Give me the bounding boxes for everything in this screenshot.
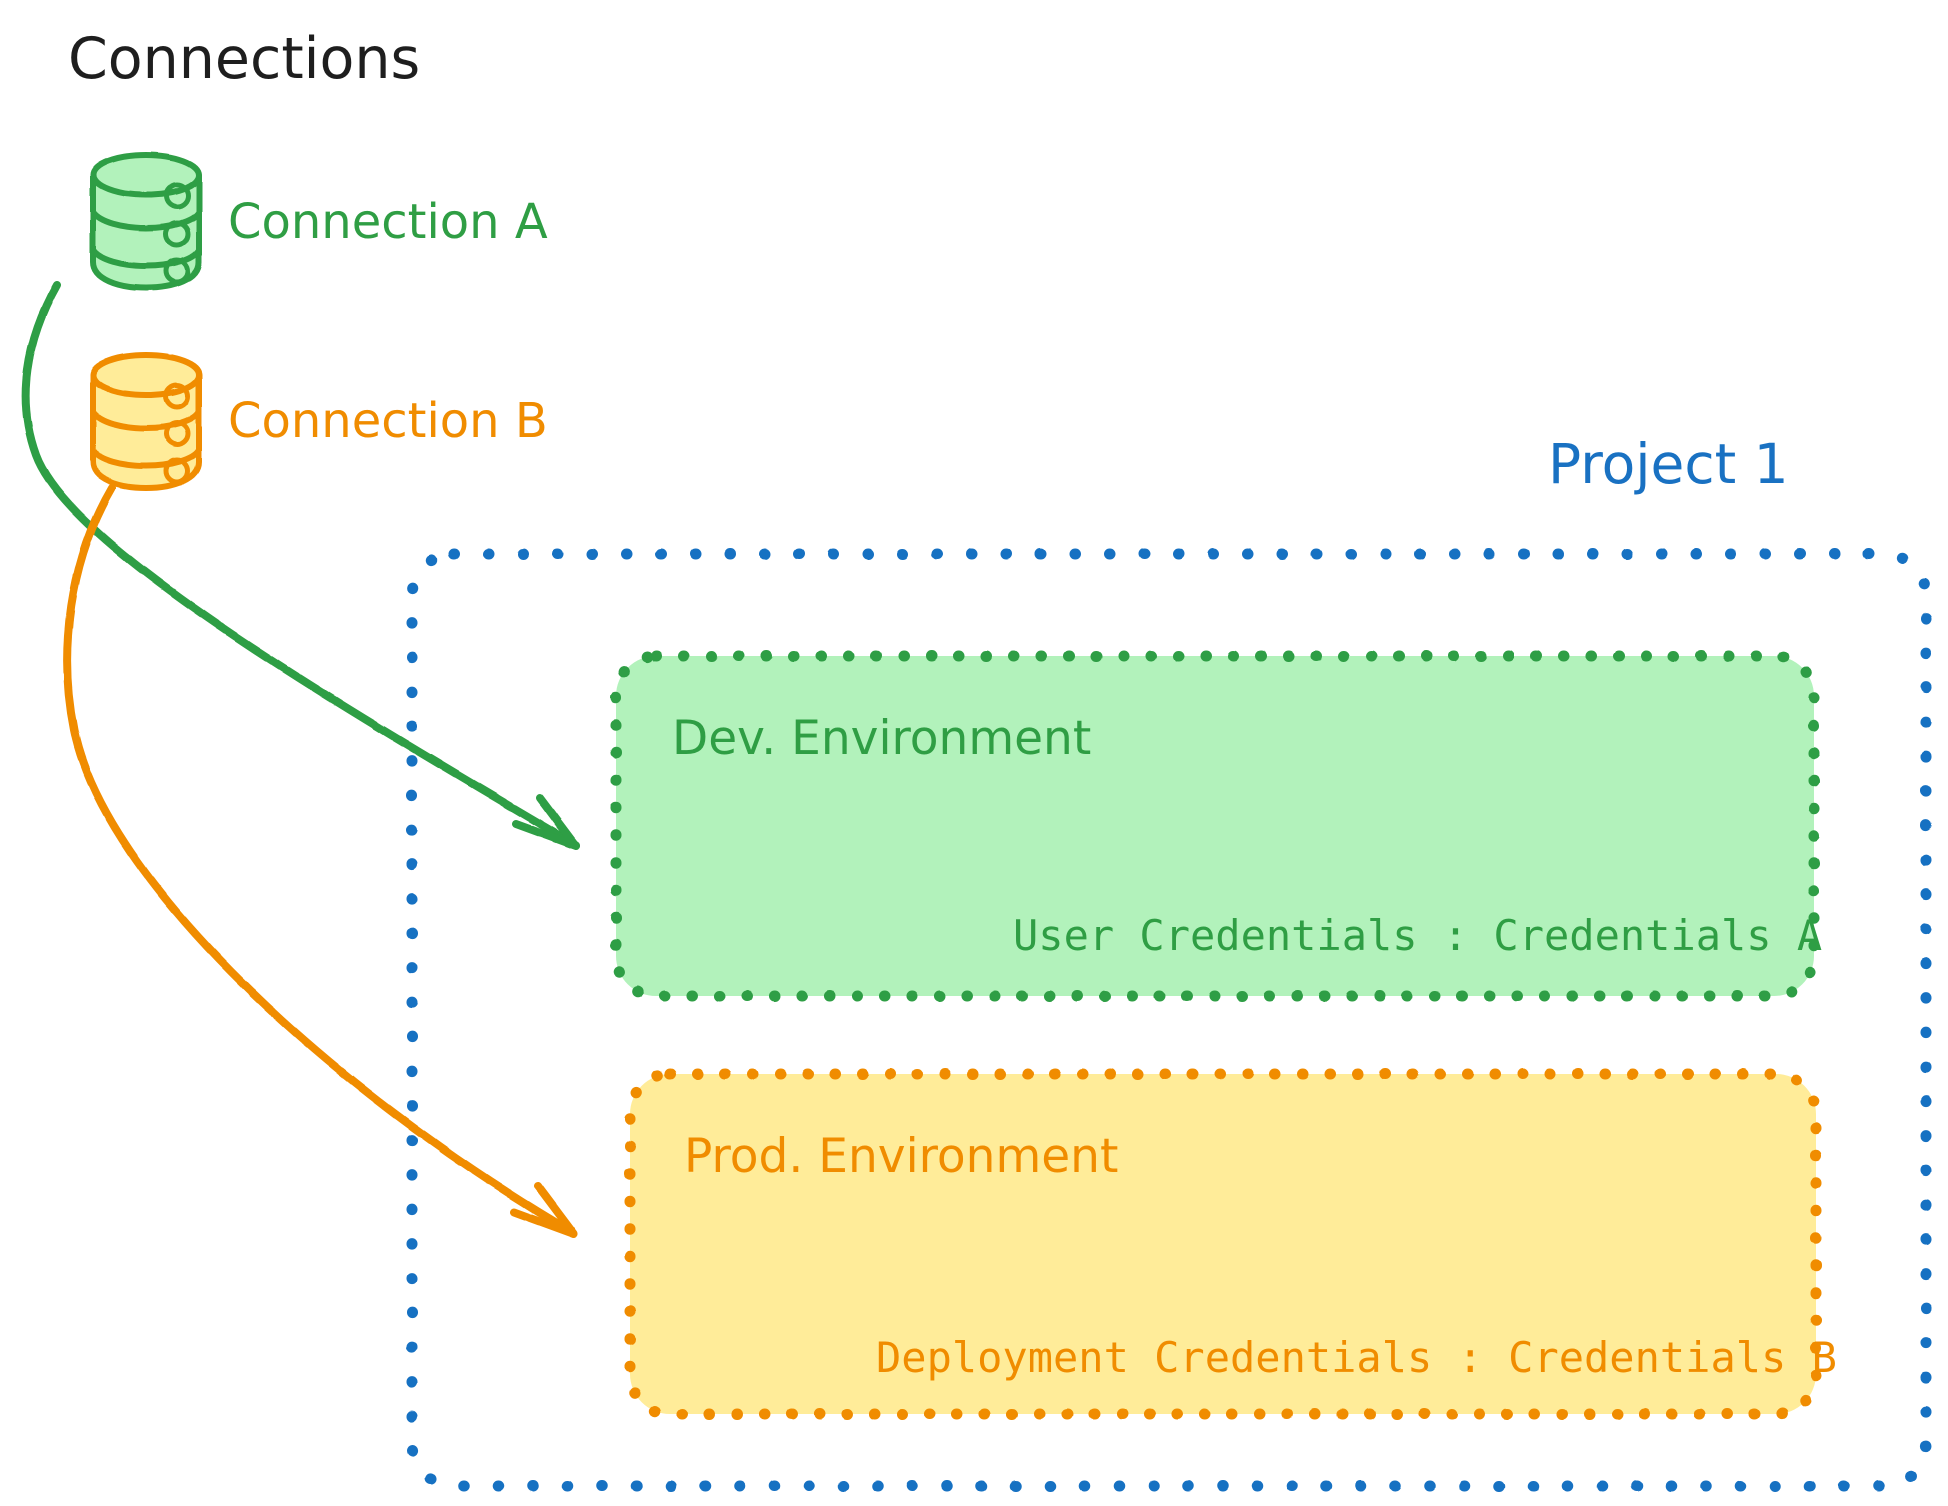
prod-environment-border [624,1068,1822,1420]
prod-environment-fill [630,1074,1816,1414]
database-body-outline [90,172,202,291]
connection-b-label: Connection B [228,393,548,449]
database-led-2 [163,220,191,248]
database-icon[interactable] [90,152,202,291]
arrow-head [512,794,580,850]
dev-environment-border [610,650,1820,1002]
database-divider-2 [90,247,202,270]
arrow-line [63,484,576,1236]
page-title: Connections [68,26,420,92]
connection-a-label: Connection A [228,194,548,250]
dev-environment-credentials: User Credentials : Credentials A [1013,911,1822,960]
prod-environment-title: Prod. Environment [684,1129,1118,1184]
prod-environment-box[interactable] [624,1068,1822,1420]
database-led-3 [163,457,191,485]
database-body-outline [90,372,202,491]
arrow-head [510,1182,578,1238]
dev-environment-fill [616,656,1814,996]
database-divider-1 [90,409,202,432]
arrow-connection-b-to-prod [63,484,578,1238]
database-led-2 [163,420,191,448]
dev-environment-title: Dev. Environment [672,711,1091,766]
database-led-3 [163,257,191,285]
arrow-line [21,281,580,849]
project-title: Project 1 [1548,432,1789,496]
database-divider-1 [90,209,202,232]
database-icon[interactable] [90,352,202,491]
dev-environment-box[interactable] [610,650,1820,1002]
prod-environment-credentials: Deployment Credentials : Credentials B [876,1333,1837,1382]
database-led-1 [163,182,191,210]
database-led-1 [163,382,191,410]
arrow-connection-a-to-dev [21,281,580,850]
database-divider-2 [90,447,202,470]
